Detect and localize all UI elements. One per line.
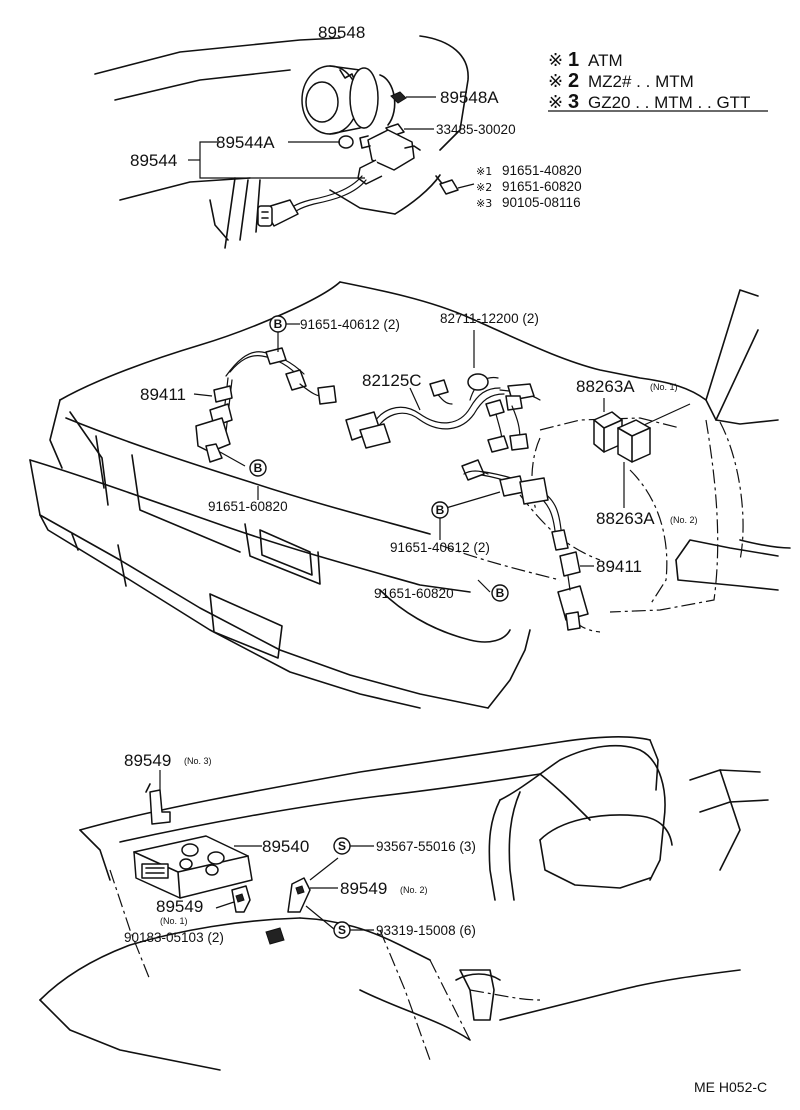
car-body-front [29,281,791,709]
legend-text-3: GZ20 . . MTM . . GTT [588,93,750,112]
label-89411-right: 89411 [596,557,642,576]
label-82711-12200: 82711-12200 (2) [440,311,539,326]
clip-marker-b-3: B [431,501,449,519]
svg-text:B: B [436,503,445,517]
label-91651-60820-left: 91651-60820 [208,499,288,514]
svg-text:B: B [254,461,263,475]
label-93319-15008: 93319-15008 (6) [376,923,476,938]
label-89540: 89540 [262,837,309,856]
legend-num-2: 2 [568,70,579,92]
bolt-pn-2: 91651-60820 [502,179,582,194]
label-89549-no1: 89549 [156,897,203,916]
legend-text-2: MZ2# . . MTM [588,72,694,91]
bolt-pn-1: 91651-40820 [502,163,582,178]
label-89544A: 89544A [216,133,275,152]
label-91651-40612-top: 91651-40612 (2) [300,317,400,332]
label-89549-no3: 89549 [124,751,171,770]
label-88263A-no1: 88263A [576,377,635,396]
label-89548: 89548 [318,23,365,42]
legend-mark-3: ※ [548,92,563,113]
label-90183-05103: 90183-05103 (2) [124,930,224,945]
label-89549-no2: 89549 [340,879,387,898]
label-89411-left: 89411 [140,385,186,404]
clip-marker-b-2: B [249,459,267,477]
label-89548A: 89548A [440,88,499,107]
bracket-89549-no1 [215,885,251,913]
screw-marker-s-2: S [333,921,351,939]
bracket-89549-no2 [287,877,338,913]
legend-num-1: 1 [568,49,579,71]
bracket-89549-no3 [145,770,171,825]
bolt-pn-3: 90105-08116 [502,195,581,210]
relay-88263A-no2 [617,419,651,508]
label-89549-no2-note: (No. 2) [400,885,428,895]
label-89549-no1-note: (No. 1) [160,916,188,926]
svg-text:B: B [274,317,283,331]
svg-text:B: B [496,586,505,600]
bolt-mark-2: ※2 [476,181,492,194]
clip-90183 [265,927,285,945]
clip-marker-b-1: B [269,315,287,333]
legend: ※ 1 ATM ※ 2 MZ2# . . MTM ※ 3 GZ20 . . MT… [548,49,768,113]
relay-88263A-no1 [593,398,691,453]
label-82125C: 82125C [362,371,422,390]
label-89549-no3-note: (No. 3) [184,756,212,766]
bolt-mark-1: ※1 [476,165,492,178]
svg-text:S: S [338,839,346,853]
bolt-91651 [435,175,475,195]
transmission-housing [94,35,469,249]
figure-code: ME H052-C [694,1079,767,1095]
abs-ecu-89540 [133,835,262,899]
abs-sensor-right-89411 [461,459,594,631]
bolt-variants: ※1 91651-40820 ※2 91651-60820 ※3 90105-0… [476,163,582,210]
label-33485-30020: 33485-30020 [436,122,516,137]
label-88263A-no2-note: (No. 2) [670,515,698,525]
legend-mark-2: ※ [548,71,563,92]
label-89544: 89544 [130,151,177,170]
screw-marker-s-1: S [333,837,351,855]
label-93567-55016: 93567-55016 (3) [376,839,476,854]
bolt-mark-3: ※3 [476,197,492,210]
bracket-89544 [188,141,365,179]
label-91651-40612-mid: 91651-40612 (2) [390,540,490,555]
clip-marker-b-4: B [491,584,509,602]
legend-text-1: ATM [588,51,623,70]
label-88263A-no1-note: (No. 1) [650,382,678,392]
harness-82125C [345,373,541,453]
legend-num-3: 3 [568,91,579,113]
dashboard-interior [39,736,769,1071]
seal-89548A [390,91,436,104]
label-91651-60820-mid: 91651-60820 [374,586,454,601]
label-88263A-no2: 88263A [596,509,655,528]
legend-mark-1: ※ [548,50,563,71]
leader-lines-middle [257,323,501,593]
abs-sensor-left-89411 [193,347,337,467]
speedometer-driven-gear-89548 [301,65,396,135]
svg-text:S: S [338,923,346,937]
